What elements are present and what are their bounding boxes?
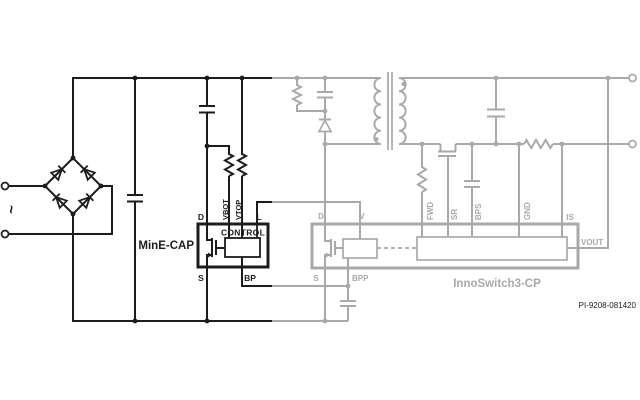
mosfet-arrow [326,252,330,258]
vout-sense-wire [567,78,609,249]
primary-polarity-dot [374,137,379,141]
mine-cap-mosfet [206,224,225,321]
l-pin-wire [256,201,272,224]
pin-label-d: D [318,212,324,221]
primary-to-drain-wire [324,143,381,224]
innoswitch-ic: InnoSwitch3-CP D V FWD SR BPS GND IS VOU… [310,202,603,324]
gray-rails [272,77,381,322]
clamp-diode [317,118,333,133]
pin-label-s: S [198,273,204,283]
bp-pin-wire [241,257,272,287]
ac-source-symbol: ~ [2,205,19,214]
snubber-capacitor [317,78,333,111]
innoswitch-label: InnoSwitch3-CP [453,278,541,290]
fwd-resistor-branch [416,144,428,237]
pin-label-bp: BP [244,273,256,283]
pin-label-d: D [198,212,204,222]
mine-cap-body [196,222,270,269]
pin-label-vtop: VTOP [234,200,243,220]
bridge-diamond [43,156,103,216]
control-label: CONTROL [221,228,265,238]
mosfet-arrow [208,252,212,258]
l-to-v-wire [272,201,361,239]
secondary-winding [398,77,407,145]
primary-winding [373,77,382,145]
clamp-snubber [290,75,333,147]
mine-cap-ic: CONTROL MinE-CAP D VBOT VTOP L S BP [138,199,272,324]
bps-capacitor-branch [464,144,480,237]
figure-part-number: PI-9208-081420 [579,301,637,310]
pin-label-fwd: FWD [426,202,435,220]
innoswitch-mosfet [324,224,343,321]
bridge-diode-bottom-left [51,192,69,210]
pin-label-is: IS [566,213,574,222]
bridge-diode-bottom-right [77,192,95,210]
output-terminal-negative [628,139,637,149]
bridge-rectifier [42,155,104,217]
ac-terminal-bottom [0,229,10,239]
pin-label-vbot: VBOT [221,199,230,220]
snubber-resistor [290,78,325,112]
bridge-diode-top-left [49,164,67,182]
bpp-capacitor-branch [340,258,356,321]
pin-label-sr: SR [450,209,459,220]
pin-label-v: V [359,212,365,221]
ac-wire-bottom [9,185,113,235]
pin-label-bps: BPS [474,203,483,220]
transformer-core [387,72,393,150]
bulk-capacitor [127,75,143,324]
primary-controller-block [342,238,378,259]
pin-label-bpp: BPP [352,274,369,283]
mine-cap-label: MinE-CAP [138,240,194,252]
output-return-rail-left [399,143,524,153]
control-block [224,237,261,258]
ac-input: ~ [0,181,113,239]
output-terminal-positive [628,73,637,83]
bridge-diode-top-right [79,164,97,182]
secondary-polarity-dot [401,82,406,86]
pin-label-gnd: GND [523,202,532,220]
secondary-output [399,73,637,249]
pin-label-l: L [256,212,261,222]
pin-label-vout: VOUT [581,238,603,247]
innoswitch-body [310,222,580,270]
secondary-controller-block [416,236,568,261]
sense-resistor [523,138,629,150]
transformer [324,72,407,224]
ac-terminal-top [0,181,10,191]
output-capacitor [487,78,505,144]
pin-label-s: S [313,274,319,283]
